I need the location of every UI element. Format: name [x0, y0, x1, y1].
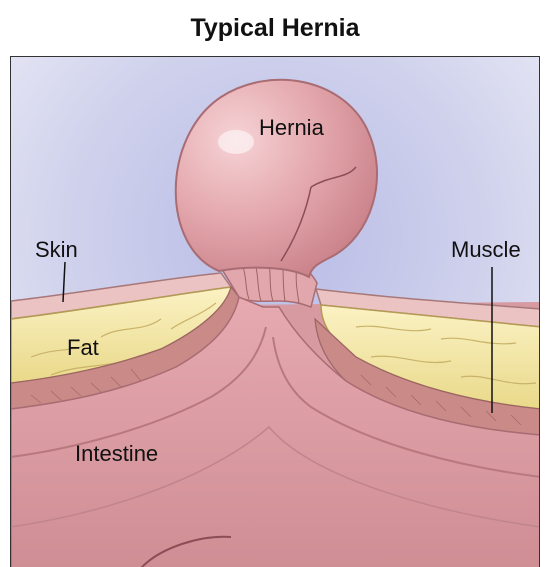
label-intestine: Intestine — [75, 443, 158, 465]
figure-title: Typical Hernia — [0, 14, 550, 43]
hernia-highlight — [218, 130, 254, 154]
illustration-frame: Hernia Skin Muscle Fat Intestine — [10, 56, 540, 567]
label-muscle: Muscle — [451, 239, 521, 261]
label-skin: Skin — [35, 239, 78, 261]
label-fat: Fat — [67, 337, 99, 359]
hernia-sac — [176, 80, 377, 277]
label-hernia: Hernia — [259, 117, 324, 139]
